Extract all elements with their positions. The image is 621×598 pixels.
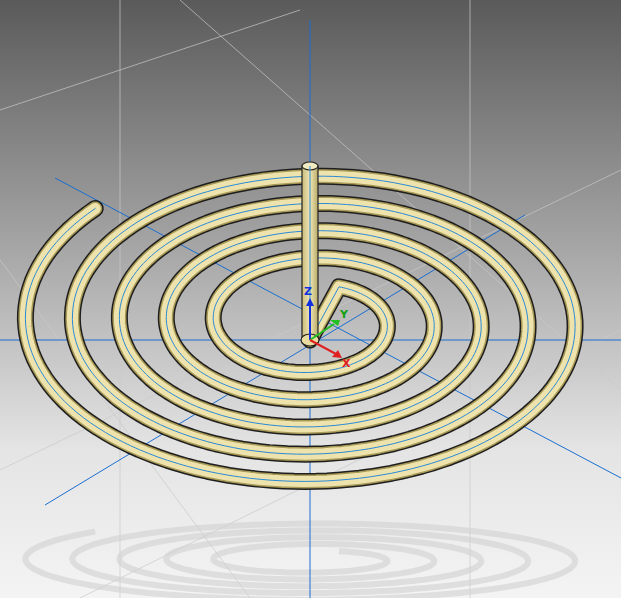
coil-tube (25, 176, 575, 481)
coil-tube (25, 176, 575, 481)
axis-label: Y (340, 309, 348, 320)
axis-label: Z (304, 286, 312, 297)
coil-tube (25, 176, 575, 481)
coil-shadow (25, 524, 575, 598)
axis-label: X (342, 358, 350, 369)
coil-tube (25, 176, 575, 481)
